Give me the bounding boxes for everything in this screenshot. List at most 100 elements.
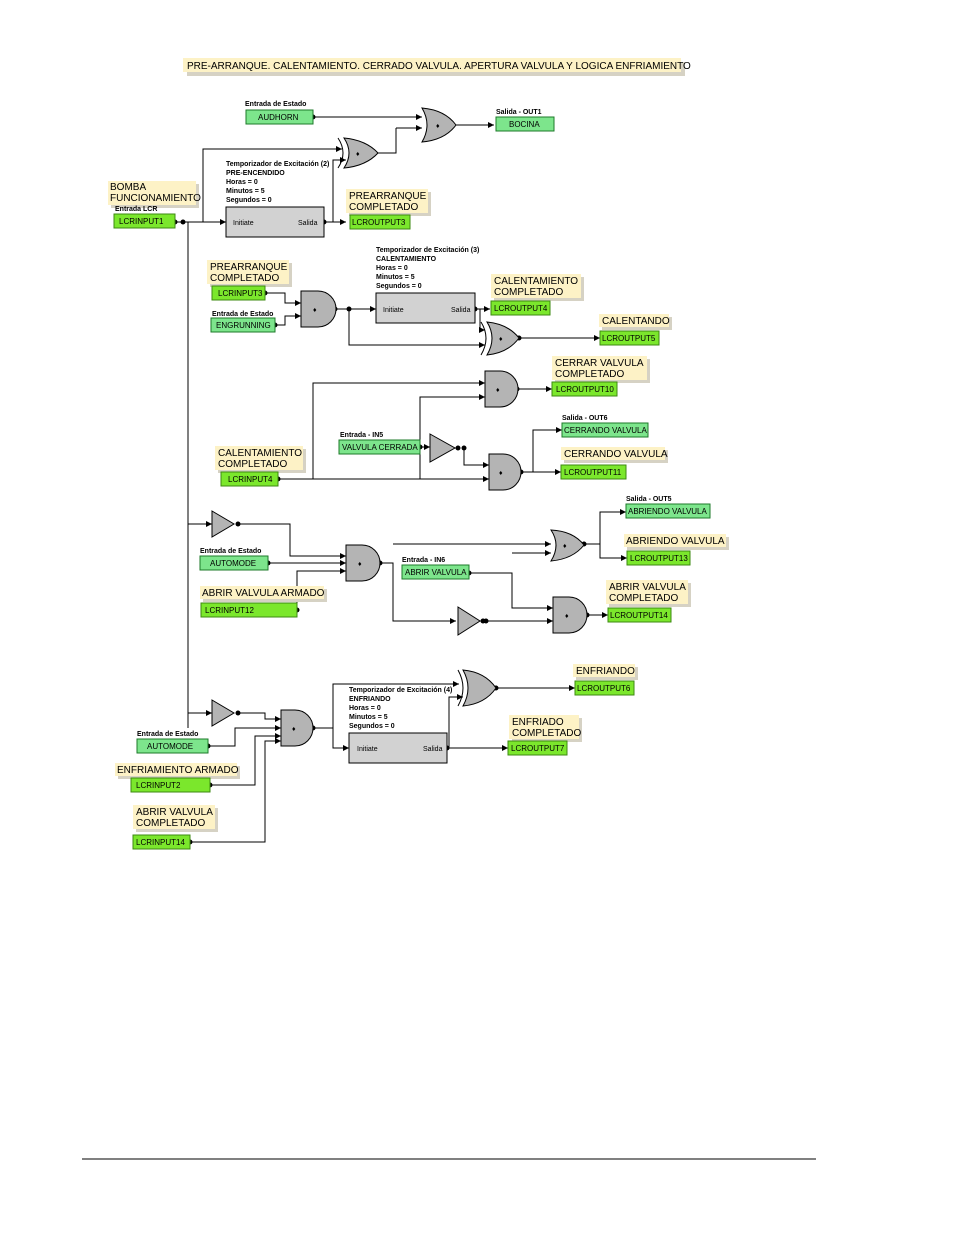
svg-text:LCRINPUT14: LCRINPUT14 [136,838,185,847]
svg-text:Initiate: Initiate [357,746,378,753]
output-lcroutput7[interactable]: ENFRIADO COMPLETADO LCROUTPUT7 [507,715,582,756]
svg-text:Minutos = 5: Minutos = 5 [376,274,415,281]
svg-text:ABRIR VALVULA: ABRIR VALVULA [405,568,467,577]
output-lcroutput6[interactable]: ENFRIANDO LCROUTPUT6 [573,664,638,696]
svg-text:Temporizador de Excitación (4): Temporizador de Excitación (4) [349,687,452,694]
svg-text:Initiate: Initiate [383,307,404,314]
svg-text:Salida - OUT5: Salida - OUT5 [626,496,672,503]
svg-text:♦: ♦ [565,613,569,620]
output-lcroutput5[interactable]: CALENTANDO LCROUTPUT5 [599,314,672,346]
input-lcrinput1[interactable]: BOMBA FUNCIONAMIENTO Entrada LCR LCRINPU… [108,181,201,229]
output-lcroutput3[interactable]: PREARRANQUE COMPLETADO LCROUTPUT3 [346,189,431,230]
and-gate: ♦ [552,596,588,634]
and-gate: ♦ [484,370,519,408]
timer-3: Initiate Salida Temporizador de Excitaci… [375,247,479,324]
svg-text:COMPLETADO: COMPLETADO [512,728,581,739]
svg-text:LCRINPUT1: LCRINPUT1 [119,217,164,226]
or-gate: ♦ [421,107,457,143]
output-lcroutput4[interactable]: CALENTAMIENTO COMPLETADO LCROUTPUT4 [490,274,584,316]
svg-text:ENFRIANDO: ENFRIANDO [576,666,635,677]
xor-gate: ♦ [337,137,379,169]
svg-text:AUDHORN: AUDHORN [258,113,299,122]
svg-text:COMPLETADO: COMPLETADO [136,818,205,829]
svg-text:CALENTAMIENTO: CALENTAMIENTO [494,276,578,287]
input-audhorn[interactable]: Entrada de Estado AUDHORN [245,101,314,125]
svg-text:Temporizador de Excitación (2): Temporizador de Excitación (2) [226,161,329,168]
svg-text:FUNCIONAMIENTO: FUNCIONAMIENTO [110,193,201,204]
title-note: PRE-ARRANQUE. CALENTAMIENTO. CERRADO VAL… [183,58,691,76]
svg-text:COMPLETADO: COMPLETADO [494,287,563,298]
input-lcrinput2[interactable]: ENFRIAMIENTO ARMADO LCRINPUT2 [115,763,240,793]
not-gate [429,433,461,463]
or-gate: ♦ [550,529,585,562]
svg-text:♦: ♦ [563,543,567,550]
svg-text:Salida - OUT6: Salida - OUT6 [562,415,608,422]
output-lcroutput14[interactable]: ABRIR VALVULA COMPLETADO LCROUTPUT14 [606,580,691,623]
svg-text:Entrada de Estado: Entrada de Estado [212,311,273,318]
output-cerrando-valvula[interactable]: Salida - OUT6 CERRANDO VALVULA [561,415,649,438]
svg-text:♦: ♦ [499,470,503,477]
svg-text:♦: ♦ [496,387,500,394]
timer-4: Initiate Salida Temporizador de Excitaci… [348,687,452,764]
not-gate [211,510,235,538]
svg-text:Segundos = 0: Segundos = 0 [226,197,272,204]
svg-text:PREARRANQUE: PREARRANQUE [349,191,427,202]
svg-text:LCRINPUT3: LCRINPUT3 [218,289,263,298]
svg-text:Minutos = 5: Minutos = 5 [349,714,388,721]
svg-text:♦: ♦ [292,726,296,733]
output-lcroutput11[interactable]: CERRANDO VALVULA LCROUTPUT11 [560,447,668,480]
input-abrir-valvula[interactable]: Entrada - IN6 ABRIR VALVULA [401,557,470,580]
input-lcrinput4[interactable]: CALENTAMIENTO COMPLETADO LCRINPUT4 [215,446,306,487]
svg-text:Entrada de Estado: Entrada de Estado [137,731,198,738]
input-valvula-cerrada[interactable]: Entrada - IN5 VALVULA CERRADA [338,432,421,455]
svg-text:♦: ♦ [499,336,503,343]
svg-text:PRE-ENCENDIDO: PRE-ENCENDIDO [226,170,285,177]
svg-text:LCRINPUT4: LCRINPUT4 [228,475,273,484]
svg-text:Salida - OUT1: Salida - OUT1 [496,109,542,116]
input-engrunning[interactable]: Entrada de Estado ENGRUNNING [210,311,276,333]
svg-text:AUTOMODE: AUTOMODE [210,559,256,568]
svg-text:Horas = 0: Horas = 0 [226,179,258,186]
svg-text:Segundos = 0: Segundos = 0 [349,723,395,730]
svg-text:CALENTAMIENTO: CALENTAMIENTO [218,448,302,459]
svg-text:LCRINPUT2: LCRINPUT2 [136,781,181,790]
and-gate: ♦ [345,544,381,582]
svg-text:Entrada de Estado: Entrada de Estado [200,548,261,555]
output-bocina[interactable]: Salida - OUT1 BOCINA [495,109,555,132]
svg-text:LCROUTPUT4: LCROUTPUT4 [494,304,548,313]
svg-text:CERRANDO VALVULA: CERRANDO VALVULA [564,449,668,460]
svg-text:CERRAR VALVULA: CERRAR VALVULA [555,358,644,369]
input-automode[interactable]: Entrada de Estado AUTOMODE [199,548,269,571]
svg-text:ABRIENDO VALVULA: ABRIENDO VALVULA [626,536,725,547]
svg-text:♦: ♦ [356,151,360,158]
input-lcrinput3[interactable]: PREARRANQUE COMPLETADO LCRINPUT3 [207,260,292,301]
output-abriendo-valvula[interactable]: Salida - OUT5 ABRIENDO VALVULA [625,496,711,519]
svg-text:COMPLETADO: COMPLETADO [218,459,287,470]
svg-text:ABRIR VALVULA: ABRIR VALVULA [136,807,213,818]
svg-text:Minutos = 5: Minutos = 5 [226,188,265,195]
input-lcrinput12[interactable]: ABRIR VALVULA ARMADO LCRINPUT12 [200,586,327,618]
svg-text:LCROUTPUT13: LCROUTPUT13 [630,554,688,563]
and-gate: ♦ [280,709,314,747]
svg-text:LCROUTPUT14: LCROUTPUT14 [610,611,668,620]
svg-text:Entrada LCR: Entrada LCR [115,206,157,213]
xor-gate [457,669,497,707]
input-lcrinput14[interactable]: ABRIR VALVULA COMPLETADO LCRINPUT14 [132,805,218,850]
svg-text:Horas = 0: Horas = 0 [376,265,408,272]
svg-text:LCROUTPUT7: LCROUTPUT7 [511,744,565,753]
input-automode[interactable]: Entrada de Estado AUTOMODE [136,731,209,754]
and-gate: ♦ [300,290,337,328]
svg-text:Salida: Salida [451,307,471,314]
svg-text:COMPLETADO: COMPLETADO [609,593,678,604]
svg-text:LCROUTPUT6: LCROUTPUT6 [577,684,631,693]
svg-text:COMPLETADO: COMPLETADO [349,202,418,213]
svg-text:Horas = 0: Horas = 0 [349,705,381,712]
svg-text:AUTOMODE: AUTOMODE [147,742,193,751]
output-lcroutput10[interactable]: CERRAR VALVULA COMPLETADO LCROUTPUT10 [551,356,650,397]
timer-salida: Salida [298,220,318,227]
svg-text:CALENTAMIENTO: CALENTAMIENTO [376,256,437,263]
svg-text:Entrada - IN6: Entrada - IN6 [402,557,445,564]
output-lcroutput13[interactable]: ABRIENDO VALVULA LCROUTPUT13 [624,534,729,566]
svg-text:LCRINPUT12: LCRINPUT12 [205,606,254,615]
